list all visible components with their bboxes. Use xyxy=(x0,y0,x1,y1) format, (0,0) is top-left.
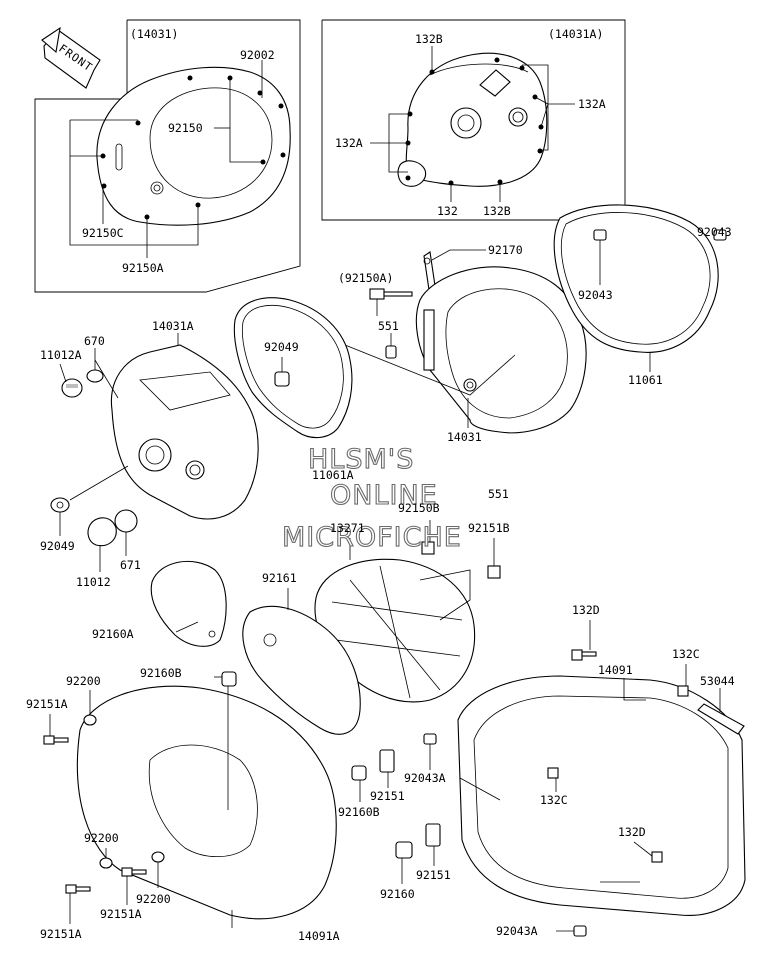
callout-92150: 92150 xyxy=(168,121,203,135)
callout-11061A: 11061A xyxy=(312,468,354,482)
callout-92160B-bottom: 92160B xyxy=(338,805,380,819)
callout-92151A-bottom-mid: 92151A xyxy=(100,907,142,921)
callout-551-top: 551 xyxy=(378,319,399,333)
cover-14031-inset xyxy=(96,66,291,226)
callout-92002: 92002 xyxy=(240,48,275,62)
part-92200-top xyxy=(83,690,97,726)
callout-14031A: 14031A xyxy=(152,319,194,333)
part-92151A-top xyxy=(43,714,69,745)
part-132C-top xyxy=(677,664,689,697)
callout-132D-top: 132D xyxy=(572,603,600,617)
callout-92049-mid: 92049 xyxy=(264,340,299,354)
watermark: HLSM'S ONLINE MICROFICHE xyxy=(281,443,462,553)
part-92043A-mid xyxy=(423,733,437,770)
callout-92160: 92160 xyxy=(380,887,415,901)
callout-92151A-bottom-left: 92151A xyxy=(40,927,82,941)
callout-11012A: 11012A xyxy=(40,348,82,362)
part-92151A-bm xyxy=(121,867,147,905)
watermark-line-3: MICROFICHE xyxy=(282,522,462,553)
part-132D-bottom xyxy=(633,841,663,863)
callout-92043-top: 92043 xyxy=(697,225,732,239)
part-92200-br xyxy=(151,851,165,888)
part-671 xyxy=(114,509,138,556)
part-92160B-bottom xyxy=(351,765,367,802)
part-92151-mid xyxy=(379,749,395,788)
frame-title-left: (14031) xyxy=(130,27,178,41)
part-92200-bl xyxy=(99,848,113,869)
part-92150A-bolt xyxy=(369,288,413,316)
front-arrow-icon: FRONT xyxy=(41,26,101,89)
callout-132B-top: 132B xyxy=(415,32,443,46)
callout-14091A: 14091A xyxy=(298,929,340,943)
callout-13271: 13271 xyxy=(330,521,365,535)
callout-92151A-top: 92151A xyxy=(26,697,68,711)
part-11012A xyxy=(59,363,83,398)
callout-92170: 92170 xyxy=(488,243,523,257)
callout-92043-mid: 92043 xyxy=(578,288,613,302)
part-53044 xyxy=(697,688,745,735)
callout-11061: 11061 xyxy=(628,373,663,387)
callout-92200-bottom-left: 92200 xyxy=(84,831,119,845)
callout-92160B-top: 92160B xyxy=(140,666,182,680)
callout-132C-top: 132C xyxy=(672,647,700,661)
callout-132D-bottom: 132D xyxy=(618,825,646,839)
inset-right-leaders xyxy=(370,46,575,202)
callout-92150A: (92150A) xyxy=(338,271,393,285)
callout-92200-top: 92200 xyxy=(66,674,101,688)
callout-132A-right: 132A xyxy=(578,97,606,111)
callout-92161: 92161 xyxy=(262,571,297,585)
part-92049-left xyxy=(50,465,129,536)
callout-132A-left: 132A xyxy=(335,136,363,150)
part-92151B xyxy=(487,538,501,579)
watermark-line-2: ONLINE xyxy=(330,480,438,511)
part-14031A xyxy=(94,333,259,520)
callout-53044: 53044 xyxy=(700,674,735,688)
part-11012 xyxy=(87,517,117,572)
callout-92150C: 92150C xyxy=(82,226,124,240)
callout-671: 671 xyxy=(120,558,141,572)
part-551-top xyxy=(385,333,397,359)
callout-labels: 92002 92150 92150C 92150A 132B 132A 132A… xyxy=(26,32,735,943)
part-92160A xyxy=(150,560,227,647)
callout-92160A: 92160A xyxy=(92,627,134,641)
callout-92150B: 92150B xyxy=(398,501,440,515)
part-132D-top xyxy=(571,620,597,661)
callout-92151B: 92151B xyxy=(468,521,510,535)
part-670 xyxy=(86,348,104,383)
callout-92151-mid: 92151 xyxy=(370,789,405,803)
part-14031 xyxy=(344,266,587,434)
watermark-line-1: HLSM'S xyxy=(308,444,414,475)
callout-92151-bottom: 92151 xyxy=(416,868,451,882)
callout-92049-left: 92049 xyxy=(40,539,75,553)
part-92150B xyxy=(421,520,435,555)
inset-frame-14031: (14031) xyxy=(34,19,301,293)
callout-92043A-bottom: 92043A xyxy=(496,924,538,938)
callout-132: 132 xyxy=(437,204,458,218)
part-11061A xyxy=(233,297,353,439)
frame-title-right: (14031A) xyxy=(548,27,603,41)
part-92151-bottom xyxy=(425,823,441,866)
callout-551-bottom: 551 xyxy=(488,487,509,501)
part-92151A-bl xyxy=(65,884,91,924)
callout-92043A-mid: 92043A xyxy=(404,771,446,785)
callout-14091: 14091 xyxy=(598,663,633,677)
cover-14031A-inset xyxy=(397,52,548,187)
callout-132C-mid: 132C xyxy=(540,793,568,807)
callout-670: 670 xyxy=(84,334,105,348)
part-11061 xyxy=(553,204,727,372)
part-92043A-bottom xyxy=(556,925,587,937)
callout-11012: 11012 xyxy=(76,575,111,589)
part-92160 xyxy=(395,841,413,884)
part-92161 xyxy=(242,588,361,735)
part-132C-mid xyxy=(547,767,559,792)
callout-132B-bottom: 132B xyxy=(483,204,511,218)
part-14091 xyxy=(457,675,746,916)
callout-14031: 14031 xyxy=(447,430,482,444)
inset-left-leaders xyxy=(69,60,263,258)
callout-92200-bottom-right: 92200 xyxy=(136,892,171,906)
callout-92150A-inset: 92150A xyxy=(122,261,164,275)
